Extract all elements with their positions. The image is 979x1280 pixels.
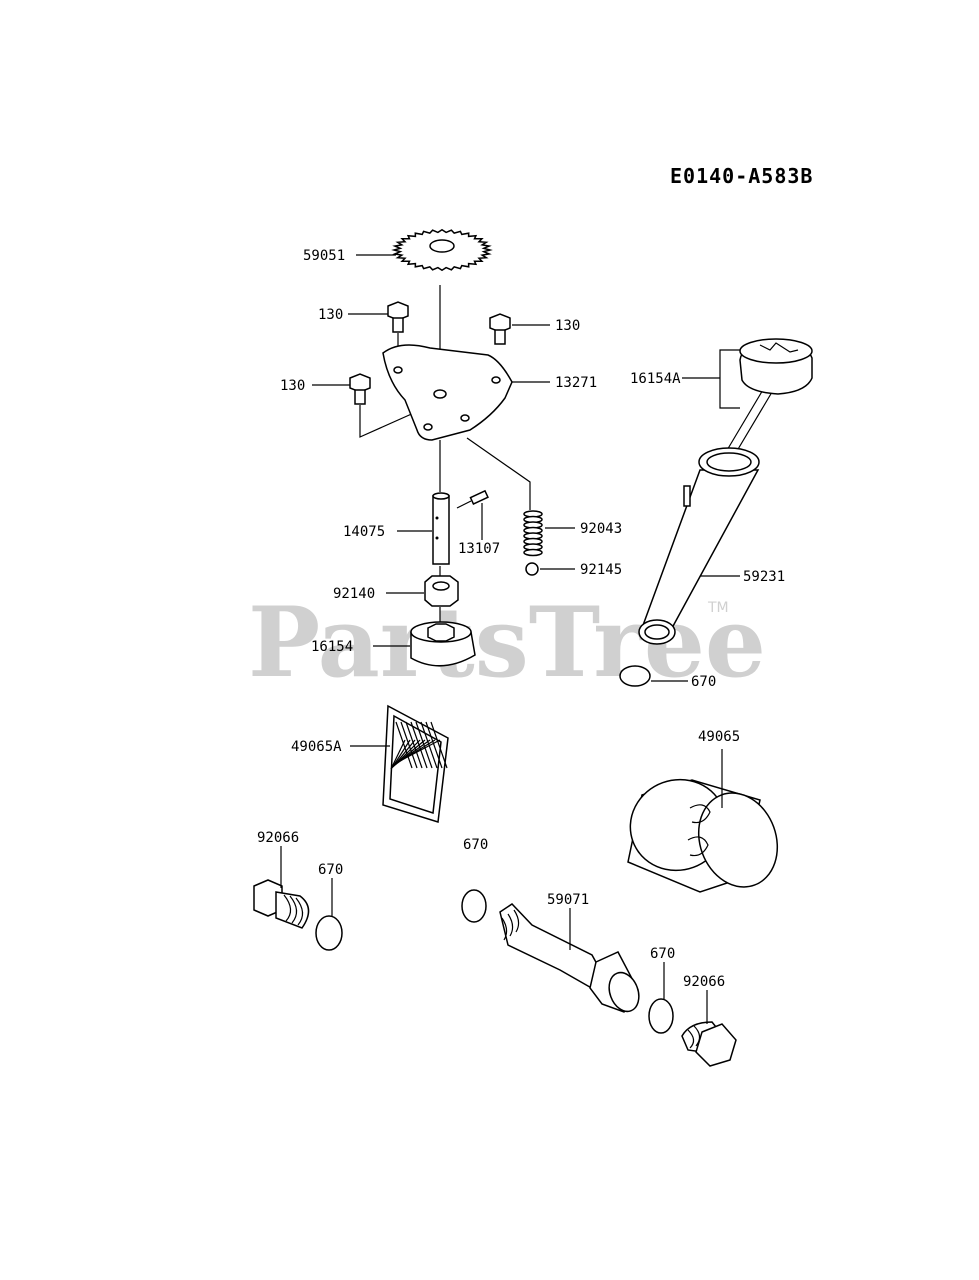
label-oring-left[interactable]: 670 [318,862,343,878]
label-oring-right[interactable]: 670 [650,946,675,962]
bracket-oil-cap [719,349,740,409]
label-bolt-top-left[interactable]: 130 [318,307,343,323]
label-plug-right[interactable]: 92066 [683,974,725,990]
oil-screen[interactable] [382,704,449,823]
oil-filter-part[interactable] [618,766,791,898]
outer-rotor-part[interactable] [410,621,476,667]
oil-cap-dipstick[interactable] [719,338,813,467]
label-spring[interactable]: 92043 [580,521,622,537]
label-screen[interactable]: 49065A [291,739,342,755]
diagram-code: E0140-A583B [670,164,813,188]
oring-right-part[interactable] [648,998,674,1034]
gear-part[interactable] [391,228,493,272]
oring-center-part[interactable] [461,889,487,923]
label-filler-tube[interactable]: 59231 [743,569,785,585]
oil-filler-tube[interactable] [638,447,760,645]
relief-ball[interactable] [525,562,539,576]
label-gear[interactable]: 59051 [303,248,345,264]
label-oil-cap[interactable]: 16154A [630,371,681,387]
label-plug-left[interactable]: 92066 [257,830,299,846]
relief-spring[interactable] [523,510,543,557]
oil-pipe[interactable] [499,903,644,1016]
bolt-top-left-part[interactable] [387,301,409,333]
oring-tube-part[interactable] [619,665,651,687]
label-oil-filter[interactable]: 49065 [698,729,740,745]
label-pipe[interactable]: 59071 [547,892,589,908]
oring-left-part[interactable] [315,915,343,951]
axis-bolt-left [359,405,426,438]
label-bolt-left[interactable]: 130 [280,378,305,394]
label-pin[interactable]: 13107 [458,541,500,557]
label-plate[interactable]: 13271 [555,375,597,391]
drain-plug-right[interactable] [681,1021,737,1067]
axis-pin [456,500,472,509]
label-ball[interactable]: 92145 [580,562,622,578]
watermark-trademark: TM [707,600,729,616]
axis-plate-spring [466,437,531,510]
bolt-left-part[interactable] [349,373,371,405]
inner-rotor-part[interactable] [424,575,459,607]
pump-shaft[interactable] [432,492,450,565]
bolt-top-right-part[interactable] [489,313,511,345]
label-inner-rotor[interactable]: 92140 [333,586,375,602]
label-outer-rotor[interactable]: 16154 [311,639,353,655]
label-oring-center[interactable]: 670 [463,837,488,853]
label-bolt-top-right[interactable]: 130 [555,318,580,334]
pump-cover-plate[interactable] [382,344,513,441]
label-oring-tube[interactable]: 670 [691,674,716,690]
pin-part[interactable] [469,489,489,506]
label-shaft[interactable]: 14075 [343,524,385,540]
drain-plug-left[interactable] [253,879,310,929]
